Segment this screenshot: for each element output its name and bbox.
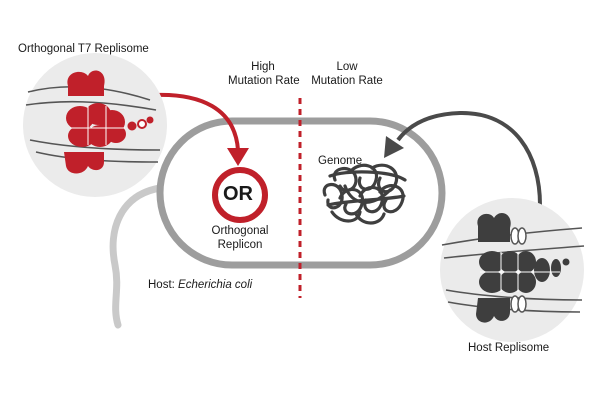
genome-label: Genome xyxy=(318,155,363,167)
red-arrowhead xyxy=(227,148,249,166)
red-replication-arrow xyxy=(152,92,240,151)
high-rate-line1: High xyxy=(251,61,275,73)
low-rate-line2: Mutation Rate xyxy=(311,75,383,87)
orthogonal-replisome-label: Orthogonal T7 Replisome xyxy=(18,43,149,55)
high-rate-line2: Mutation Rate xyxy=(228,75,300,87)
orthogonal-replicon-label: Orthogonal Replicon xyxy=(200,224,280,252)
orthogonal-replicon-circle xyxy=(212,167,268,223)
orthogonal-replisome-illustration xyxy=(23,53,167,197)
gray-replication-arrow xyxy=(396,110,542,206)
or-badge-text: OR xyxy=(223,183,253,205)
host-prefix: Host: xyxy=(148,279,179,291)
high-mutation-rate-label: High Mutation Rate xyxy=(228,60,300,88)
low-rate-line1: Low xyxy=(336,61,358,73)
host-replisome-label: Host Replisome xyxy=(468,342,550,354)
host-species: Echerichia coli xyxy=(178,279,253,291)
host-organism-label: Host: Echerichia coli xyxy=(148,278,252,292)
flagellum xyxy=(109,184,164,329)
host-replisome-illustration xyxy=(440,198,585,342)
replicon-line1: Orthogonal xyxy=(211,225,269,237)
low-mutation-rate-label: Low Mutation Rate xyxy=(304,60,390,88)
gray-arrowhead xyxy=(384,136,404,158)
genome-tangle xyxy=(322,163,407,225)
replicon-line2: Replicon xyxy=(217,239,263,251)
